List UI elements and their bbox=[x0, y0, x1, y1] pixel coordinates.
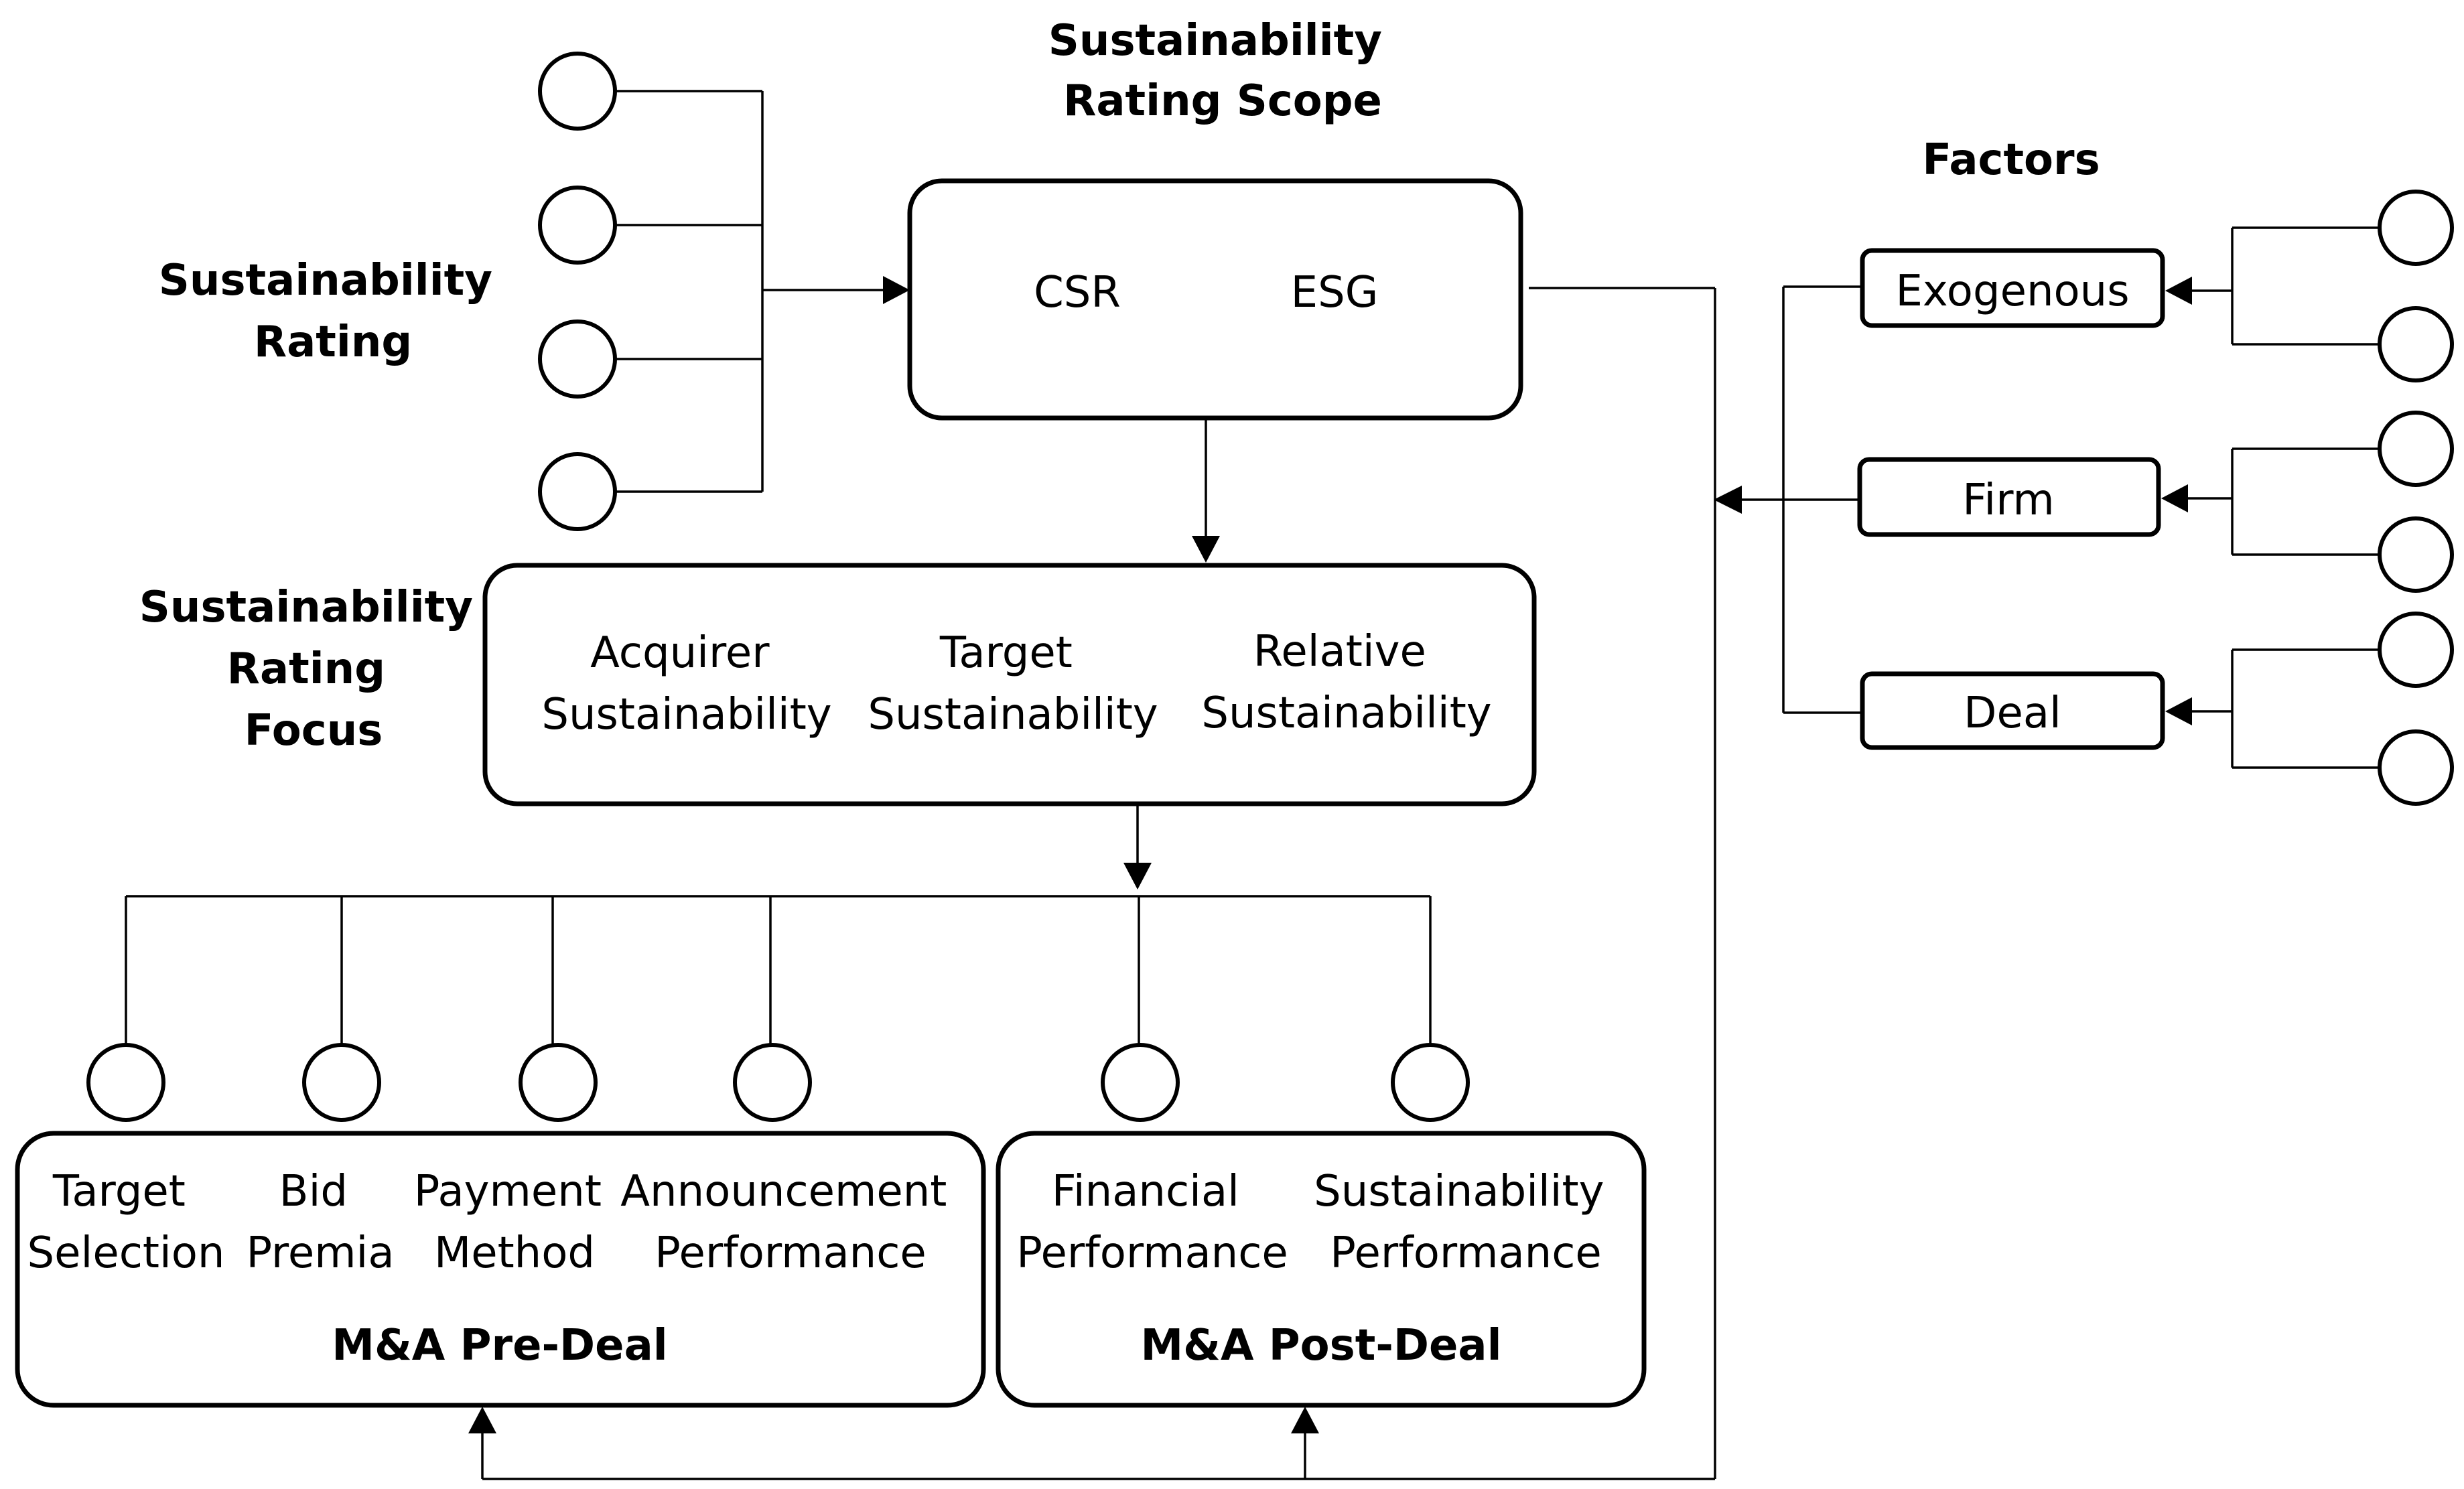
outcome-nodes-group bbox=[86, 1043, 1470, 1122]
outcome-node-announcement-performance bbox=[733, 1043, 812, 1122]
firm-node-2 bbox=[2378, 516, 2454, 593]
focus-item-acquirer-line-2: Sustainability bbox=[541, 690, 831, 739]
pre-deal-title: M&A Pre-Deal bbox=[332, 1321, 667, 1370]
outcome-node-financial-performance bbox=[1101, 1043, 1180, 1122]
pre-deal-item-bid-premia-line-2: Premia bbox=[246, 1228, 394, 1278]
factors-to-main-arrowhead bbox=[1714, 486, 1742, 514]
rating-node-1 bbox=[538, 52, 617, 131]
pre-deal-item-bid-premia-line-1: Bid bbox=[279, 1167, 348, 1216]
sustainability-rating-heading-line-1: Sustainability bbox=[159, 256, 492, 305]
factor-box-firm bbox=[1857, 457, 2161, 537]
pre-deal-item-target-selection: Target Selection bbox=[27, 1167, 225, 1278]
outcome-node-payment-method bbox=[519, 1043, 598, 1122]
exogenous-node-2 bbox=[2378, 306, 2454, 382]
outcome-node-target-selection bbox=[86, 1043, 165, 1122]
rating-focus-heading-line-2: Rating bbox=[227, 644, 385, 694]
post-deal-item-sustainability-performance-line-2: Performance bbox=[1330, 1228, 1602, 1278]
rating-focus-box bbox=[482, 563, 1537, 806]
firm-input-arrowhead bbox=[2161, 484, 2188, 512]
focus-to-outcomes-arrowhead bbox=[1123, 863, 1152, 890]
deal-input-arrowhead bbox=[2165, 697, 2192, 725]
post-deal-title: M&A Post-Deal bbox=[1140, 1321, 1501, 1370]
pre-deal-item-announcement-performance-line-2: Performance bbox=[655, 1228, 927, 1278]
sustainability-rating-heading: Sustainability Rating bbox=[159, 256, 507, 367]
rating-focus-heading-line-3: Focus bbox=[245, 706, 383, 756]
post-deal-item-sustainability-performance: Sustainability Performance bbox=[1314, 1167, 1618, 1278]
pre-deal-item-target-selection-line-1: Target bbox=[52, 1167, 186, 1216]
exogenous-node-1 bbox=[2378, 190, 2454, 266]
scope-to-outcomes-connector bbox=[468, 287, 1716, 1480]
outcomes-bus bbox=[125, 895, 1432, 1046]
focus-item-target: Target Sustainability bbox=[868, 628, 1158, 739]
pre-deal-item-payment-method-line-1: Payment bbox=[414, 1167, 602, 1216]
outcome-node-sustainability-performance bbox=[1391, 1043, 1470, 1122]
post-deal-item-sustainability-performance-line-1: Sustainability bbox=[1314, 1167, 1604, 1216]
rating-connectors bbox=[615, 90, 910, 493]
rating-node-4 bbox=[538, 452, 617, 531]
pre-deal-item-bid-premia: Bid Premia bbox=[246, 1167, 394, 1278]
scope-item-esg: ESG bbox=[1291, 268, 1379, 317]
factor-label-deal: Deal bbox=[1964, 689, 2061, 738]
rating-nodes-group bbox=[538, 52, 617, 531]
rating-scope-heading-line-1: Sustainability bbox=[1048, 16, 1382, 66]
focus-item-target-line-2: Sustainability bbox=[868, 690, 1158, 739]
post-deal-item-financial-performance: Financial Performance bbox=[1016, 1167, 1288, 1278]
focus-item-relative: Relative Sustainability bbox=[1201, 627, 1491, 738]
focus-item-acquirer-line-1: Acquirer bbox=[590, 628, 770, 678]
firm-node-1 bbox=[2378, 411, 2454, 487]
rating-focus-heading: Sustainability Rating Focus bbox=[139, 583, 488, 756]
focus-item-relative-line-1: Relative bbox=[1253, 627, 1426, 677]
pre-deal-item-announcement-performance: Announcement Performance bbox=[620, 1167, 960, 1278]
pre-deal-box bbox=[15, 1131, 986, 1408]
post-deal-return-arrowhead bbox=[1291, 1407, 1319, 1433]
factors-heading: Factors bbox=[1922, 135, 2100, 185]
rating-focus-heading-line-1: Sustainability bbox=[139, 583, 473, 632]
pre-deal-item-payment-method-line-2: Method bbox=[434, 1228, 595, 1278]
sustainability-rating-heading-line-2: Rating bbox=[254, 317, 412, 367]
pre-deal-item-payment-method: Payment Method bbox=[414, 1167, 616, 1278]
factor-label-firm: Firm bbox=[1962, 476, 2054, 525]
pre-deal-item-announcement-performance-line-1: Announcement bbox=[620, 1167, 947, 1216]
factor-box-exogenous bbox=[1860, 248, 2165, 328]
rating-scope-box bbox=[907, 178, 1523, 421]
rating-scope-heading-line-2: Rating Scope bbox=[1063, 76, 1382, 126]
focus-item-target-line-1: Target bbox=[939, 628, 1073, 678]
rating-node-3 bbox=[538, 320, 617, 399]
rating-to-scope-arrowhead bbox=[883, 276, 910, 304]
factor-box-deal bbox=[1860, 671, 2165, 750]
post-deal-item-financial-performance-line-1: Financial bbox=[1052, 1167, 1239, 1216]
factor-label-exogenous: Exogenous bbox=[1895, 267, 2129, 316]
deal-node-2 bbox=[2378, 729, 2454, 806]
deal-node-1 bbox=[2378, 612, 2454, 688]
pre-deal-return-arrowhead bbox=[468, 1407, 496, 1433]
focus-item-relative-line-2: Sustainability bbox=[1201, 689, 1491, 738]
post-deal-box bbox=[996, 1131, 1647, 1408]
post-deal-item-financial-performance-line-2: Performance bbox=[1016, 1228, 1288, 1278]
pre-deal-item-target-selection-line-2: Selection bbox=[27, 1228, 225, 1278]
scope-to-focus-arrowhead bbox=[1192, 536, 1220, 563]
factor-node-connectors bbox=[2161, 226, 2380, 769]
outcome-node-bid-premia bbox=[302, 1043, 381, 1122]
rating-node-2 bbox=[538, 186, 617, 265]
rating-scope-heading: Sustainability Rating Scope bbox=[1048, 16, 1397, 126]
factor-nodes-group bbox=[2378, 190, 2454, 806]
exogenous-input-arrowhead bbox=[2165, 277, 2192, 305]
scope-item-csr: CSR bbox=[1034, 268, 1121, 317]
focus-item-acquirer: Acquirer Sustainability bbox=[541, 628, 831, 739]
factors-merge-connectors bbox=[1714, 285, 1862, 714]
